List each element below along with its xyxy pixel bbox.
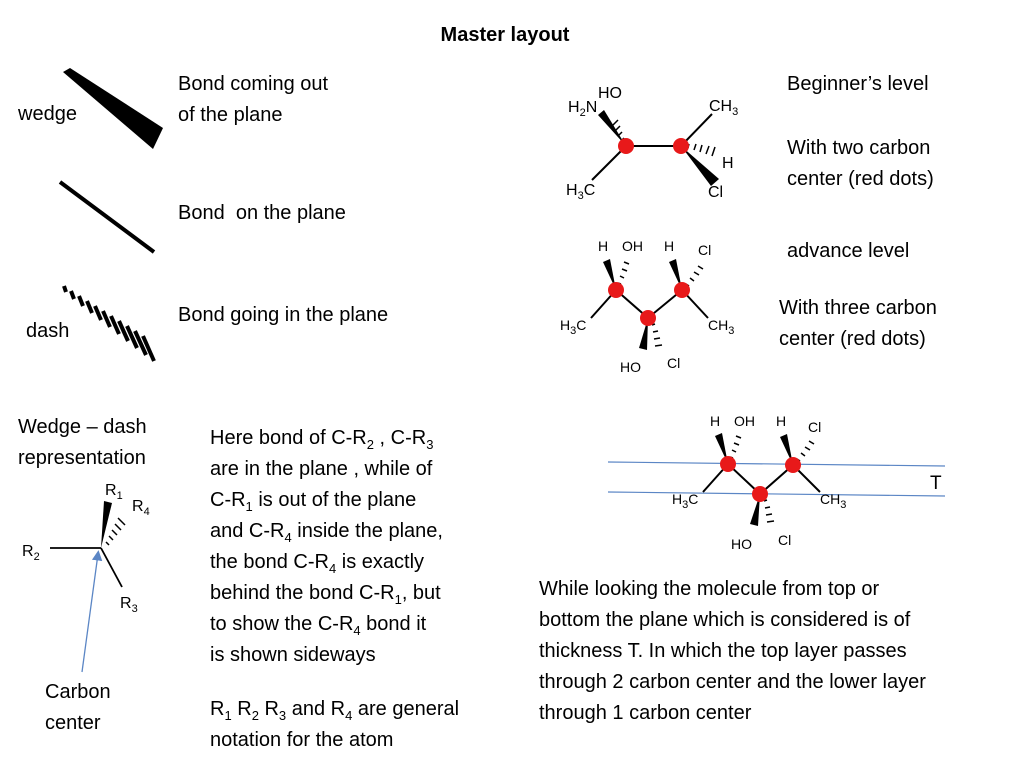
- svg-text:Cl: Cl: [667, 355, 680, 371]
- svg-text:Cl: Cl: [808, 419, 821, 435]
- svg-text:H: H: [598, 238, 608, 254]
- svg-text:H: H: [664, 238, 674, 254]
- thickness-description-line2: bottom the plane which is considered is …: [539, 609, 911, 631]
- carbon-center-dot: [640, 310, 656, 326]
- top-plane-line: [607, 461, 946, 467]
- explain-line: are in the plane , while of: [210, 458, 433, 480]
- bottom-plane-line: [607, 491, 946, 497]
- svg-text:R1: R1: [105, 482, 123, 502]
- wedge-label: wedge: [18, 103, 77, 125]
- carbon-center-dot: [674, 282, 690, 298]
- carbon-center-label-line1: Carbon: [45, 681, 111, 703]
- advance-description-line1: With three carbon: [779, 297, 937, 319]
- carbon-center-label-line2: center: [45, 712, 101, 734]
- svg-text:R2: R2: [22, 543, 40, 563]
- carbon-center-dot: [608, 282, 624, 298]
- plane-bond-symbol: [58, 180, 156, 254]
- advance-description-line2: center (red dots): [779, 328, 926, 350]
- svg-text:H2N: H2N: [568, 99, 597, 119]
- advance-level-title: advance level: [787, 240, 910, 262]
- plane-bond-description: Bond on the plane: [178, 202, 346, 224]
- advance-molecule: H OH H Cl H3C CH3 HO Cl: [560, 238, 734, 375]
- svg-text:H3C: H3C: [566, 182, 595, 202]
- svg-text:HO: HO: [620, 359, 641, 375]
- thickness-diagram: H OH H Cl H3C CH3 HO Cl T: [607, 413, 946, 552]
- dash-label: dash: [26, 320, 70, 342]
- beginner-molecule: HO H2N CH3 H Cl H3C: [566, 85, 738, 202]
- explain-line: Here bond of C-R2 , C-R3: [210, 427, 434, 452]
- beginner-description-line1: With two carbon: [787, 137, 931, 159]
- dash-description: Bond going in the plane: [178, 304, 389, 326]
- explain-line: C-R1 is out of the plane: [210, 489, 417, 514]
- beginner-level-title: Beginner’s level: [787, 73, 929, 95]
- explain-line: and C-R4 inside the plane,: [210, 520, 443, 545]
- svg-text:OH: OH: [734, 413, 755, 429]
- explain-line: to show the C-R4 bond it: [210, 613, 427, 638]
- wedge-bond-symbol: [63, 68, 163, 149]
- svg-text:Cl: Cl: [698, 242, 711, 258]
- page-title: Master layout: [440, 24, 570, 46]
- wedge-dash-representation: R1 R4 R2 R3: [22, 482, 150, 673]
- wedge-description-line1: Bond coming out: [178, 73, 329, 95]
- notation-line: notation for the atom: [210, 729, 394, 751]
- svg-text:H3C: H3C: [560, 317, 586, 337]
- explain-line: is shown sideways: [210, 644, 376, 666]
- svg-text:H3C: H3C: [672, 491, 698, 511]
- thickness-label: T: [930, 473, 942, 494]
- wedge-description-line2: of the plane: [178, 104, 283, 126]
- carbon-center-arrow: [81, 550, 103, 673]
- explain-line: the bond C-R4 is exactly: [210, 551, 425, 576]
- svg-text:Cl: Cl: [708, 184, 723, 201]
- svg-text:H: H: [722, 155, 734, 172]
- carbon-center-dot: [673, 138, 689, 154]
- svg-text:CH3: CH3: [709, 98, 738, 118]
- beginner-description-line2: center (red dots): [787, 168, 934, 190]
- svg-text:R4: R4: [132, 498, 150, 518]
- thickness-description-line3: thickness T. In which the top layer pass…: [539, 640, 907, 662]
- svg-text:Cl: Cl: [778, 532, 791, 548]
- carbon-center-dot: [618, 138, 634, 154]
- svg-text:CH3: CH3: [708, 317, 734, 337]
- representation-heading-line2: representation: [18, 447, 146, 469]
- carbon-center-dot: [785, 457, 801, 473]
- explain-line: behind the bond C-R1, but: [210, 582, 441, 607]
- notation-line: R1 R2 R3 and R4 are general: [210, 698, 460, 723]
- svg-text:CH3: CH3: [820, 491, 846, 511]
- thickness-description-line5: through 1 carbon center: [539, 702, 752, 724]
- svg-text:H: H: [710, 413, 720, 429]
- dash-bond-symbol: [62, 285, 156, 362]
- representation-heading-line1: Wedge – dash: [18, 416, 147, 438]
- carbon-center-dot: [720, 456, 736, 472]
- thickness-description-line4: through 2 carbon center and the lower la…: [539, 671, 926, 693]
- thickness-description-line1: While looking the molecule from top or: [539, 578, 880, 600]
- svg-text:H: H: [776, 413, 786, 429]
- svg-text:HO: HO: [598, 85, 622, 102]
- svg-text:OH: OH: [622, 238, 643, 254]
- svg-text:R3: R3: [120, 595, 138, 615]
- svg-text:HO: HO: [731, 536, 752, 552]
- carbon-center-dot: [752, 486, 768, 502]
